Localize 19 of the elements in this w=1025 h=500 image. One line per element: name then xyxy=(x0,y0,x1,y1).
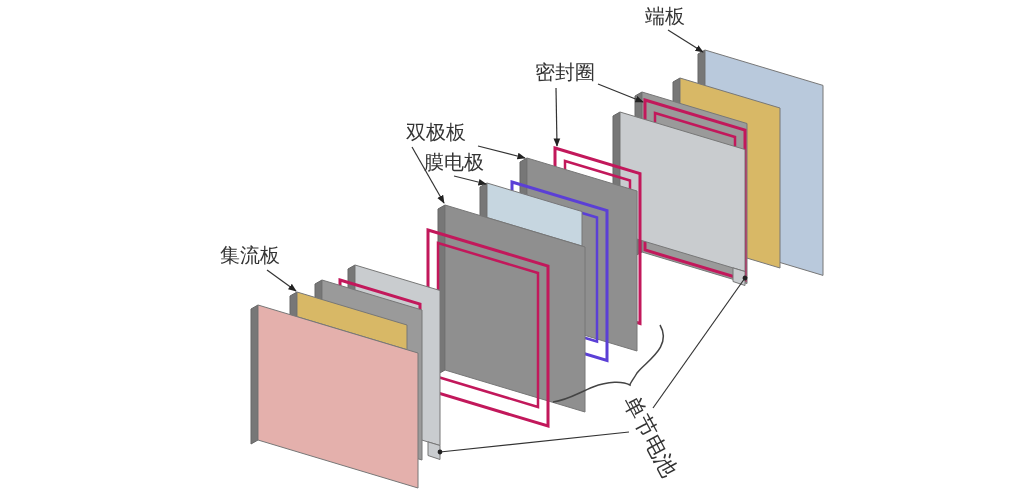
current-collector-plate xyxy=(289,291,408,351)
leader-line xyxy=(266,269,297,292)
bipolar-plate xyxy=(437,204,586,413)
leader-line xyxy=(597,83,644,103)
plate xyxy=(612,111,746,286)
leader-line xyxy=(553,87,561,147)
part-label: 单节电池 xyxy=(618,392,682,481)
part-label: 双极板 xyxy=(406,120,466,144)
leader-line xyxy=(477,145,526,160)
part-label: 端板 xyxy=(645,4,685,28)
part-label: 膜电极 xyxy=(424,150,484,174)
leader-line xyxy=(453,175,487,186)
leader-line xyxy=(652,275,748,409)
leader-line xyxy=(411,146,445,204)
part-label: 密封圈 xyxy=(535,60,595,84)
leader-line xyxy=(667,29,704,53)
leader-line xyxy=(437,431,630,455)
membrane-electrode-sheet xyxy=(479,182,583,247)
part-label: 集流板 xyxy=(220,243,280,267)
